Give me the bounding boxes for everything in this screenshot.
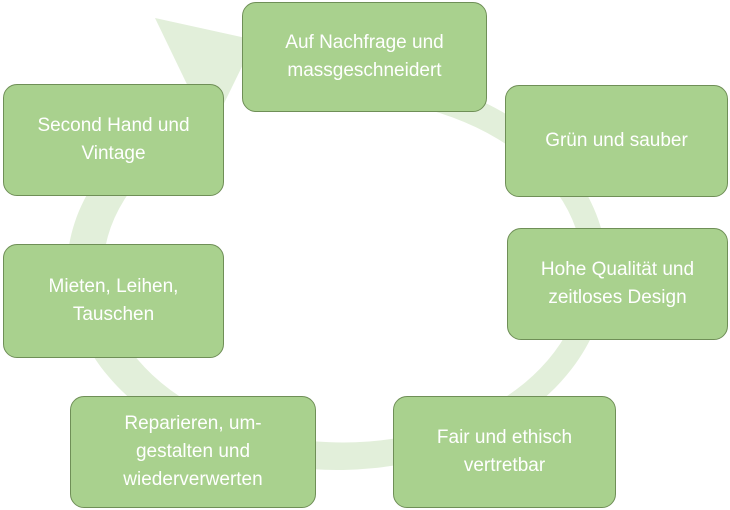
cycle-node-quality-design: Hohe Qualität und zeitloses Design [507, 228, 728, 340]
cycle-node-label: Second Hand und Vintage [37, 115, 190, 164]
cycle-node-label: Mieten, Leihen, Tauschen [48, 276, 179, 325]
cycle-node-fair-ethical: Fair und ethisch vertretbar [393, 396, 616, 508]
cycle-node-rent-swap: Mieten, Leihen, Tauschen [3, 244, 224, 358]
cycle-node-label: Hohe Qualität und zeitloses Design [540, 259, 695, 308]
cycle-node-repair-reuse: Reparieren, um- gestalten und wiederverw… [70, 396, 316, 508]
cycle-node-label: Auf Nachfrage und massgeschneidert [285, 32, 444, 81]
cycle-node-on-demand: Auf Nachfrage und massgeschneidert [242, 2, 487, 112]
cycle-node-second-hand: Second Hand und Vintage [3, 84, 224, 196]
cycle-node-label: Grün und sauber [545, 130, 688, 151]
cycle-node-label: Fair und ethisch vertretbar [436, 427, 573, 476]
cycle-arrow-head [155, 18, 255, 132]
cycle-node-label: Reparieren, um- gestalten und wiederverw… [123, 413, 263, 490]
cycle-node-green-clean: Grün und sauber [505, 85, 728, 197]
